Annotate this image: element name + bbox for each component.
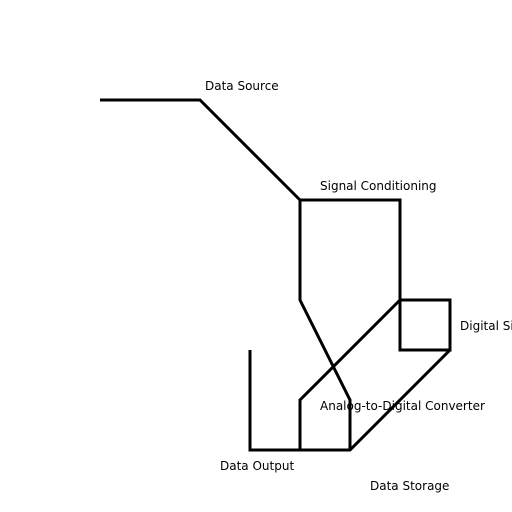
label-data-storage: Data Storage (370, 479, 449, 493)
label-data-source: Data Source (205, 79, 279, 93)
label-digital-signal-processing: Digital Signal Processing (460, 319, 512, 333)
label-data-output: Data Output (220, 459, 294, 473)
line-data-output (248, 350, 300, 452)
line-signal-to-adc (298, 200, 352, 450)
line-signal-conditioning (300, 198, 402, 300)
diagram-lines (100, 98, 452, 452)
line-digital-to-adc (298, 298, 402, 450)
label-analog-to-digital-converter: Analog-to-Digital Converter (320, 399, 485, 413)
diagram-labels: Data Source Signal Conditioning Digital … (205, 79, 512, 493)
line-digital-to-storage (300, 348, 452, 452)
box-digital-signal-processing (398, 298, 452, 352)
label-signal-conditioning: Signal Conditioning (320, 179, 437, 193)
line-data-source (100, 98, 302, 202)
